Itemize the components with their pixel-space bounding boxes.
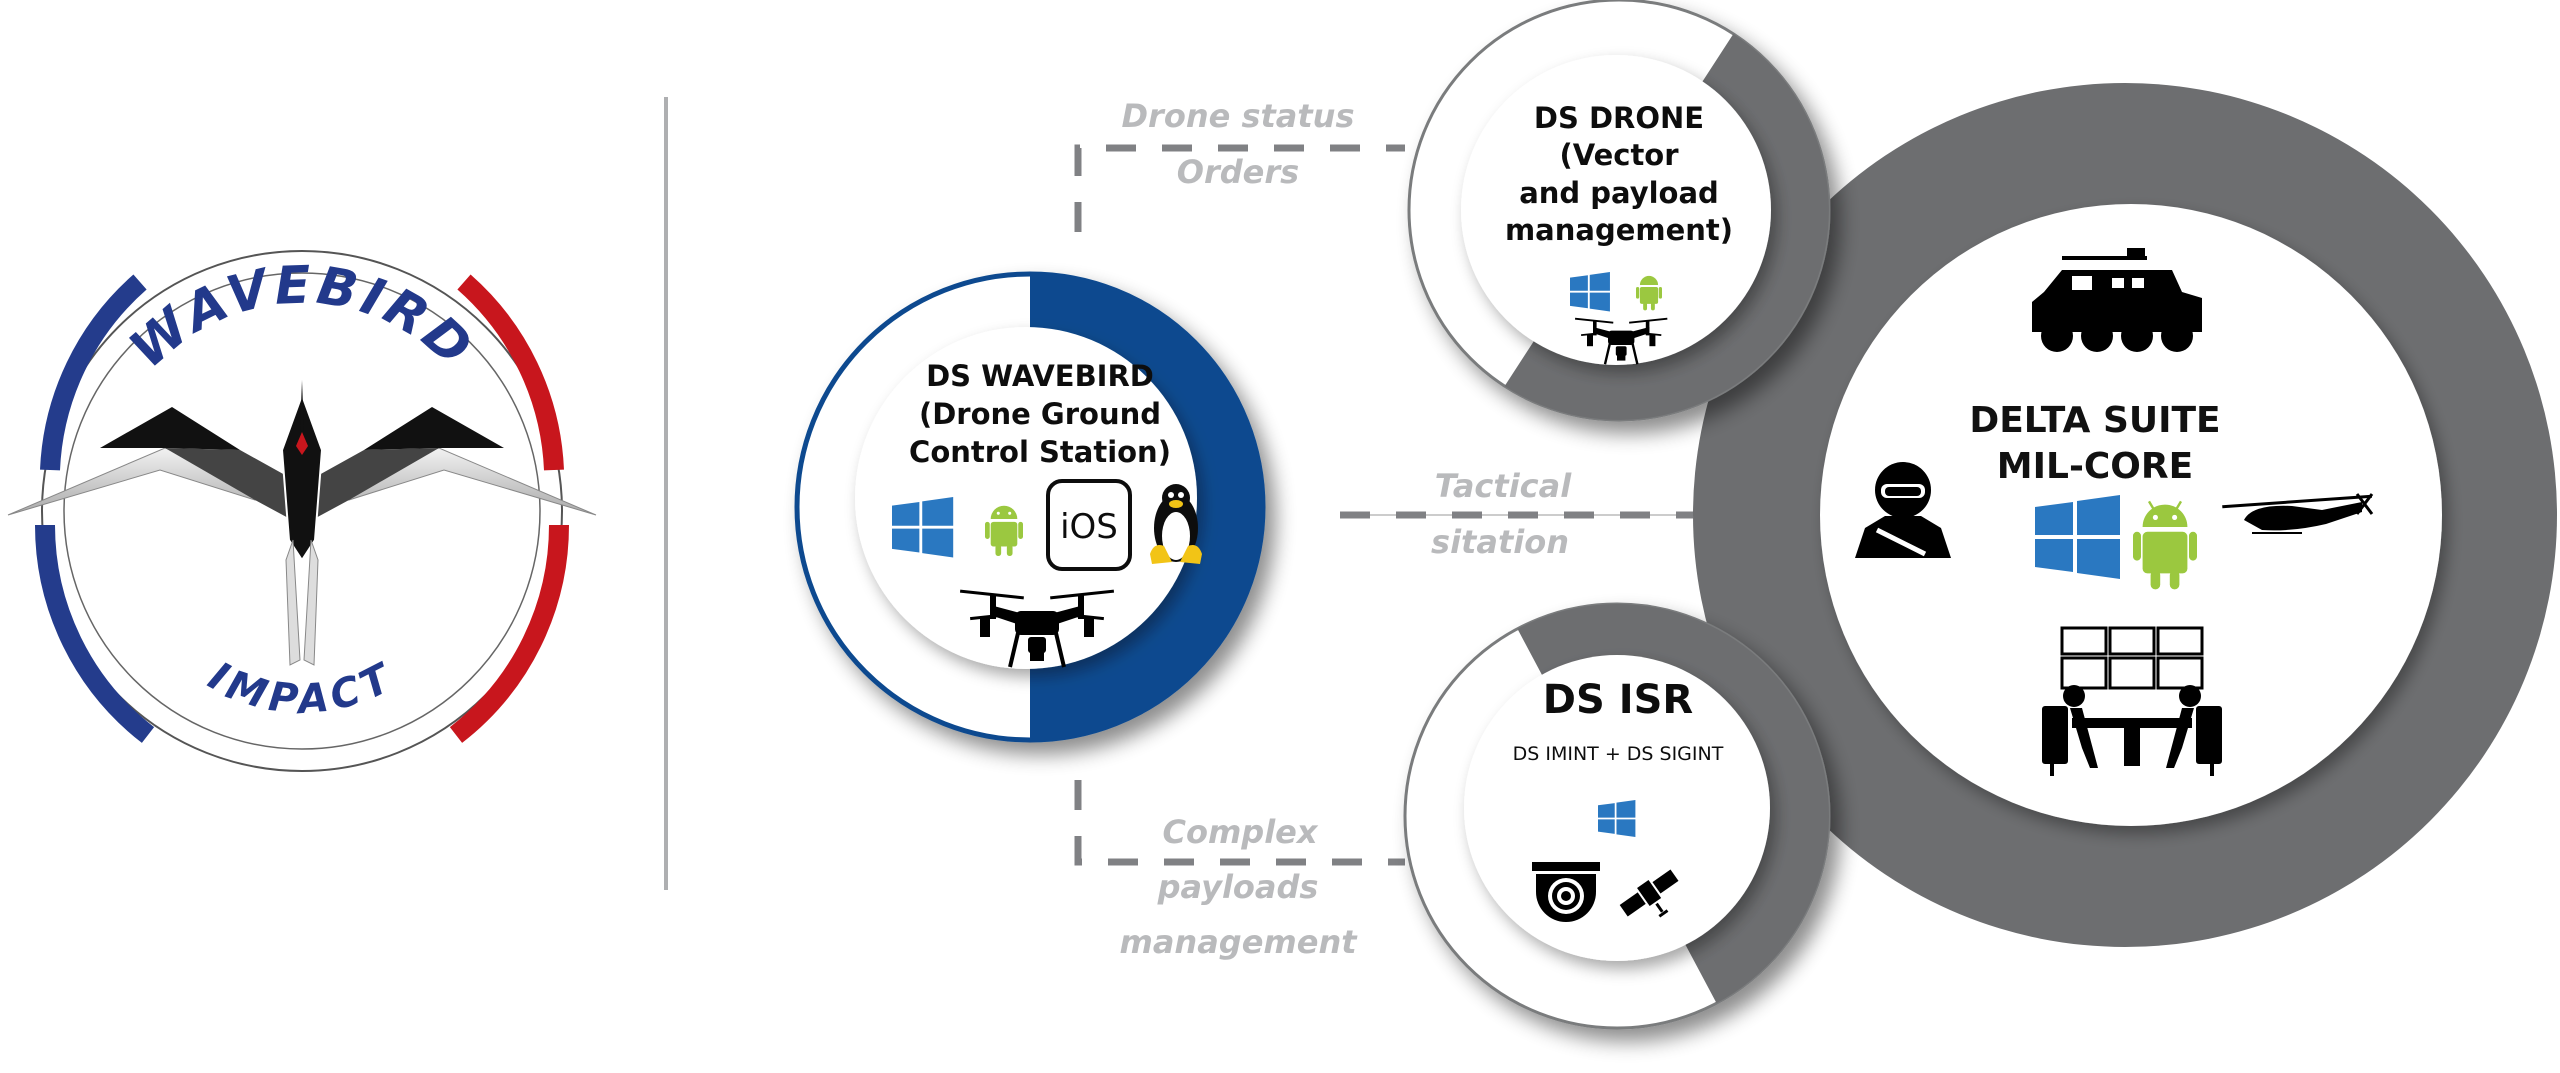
core-inner-disc [1820,204,2442,826]
logo-top-text: WAVEBIRD [119,255,486,380]
connector-isr-line [1074,780,1405,866]
connector-isr-link [1074,780,1405,866]
drone-inner-disc [1461,55,1771,365]
windows-icon [892,497,954,558]
drone-subtitle-line3: management) [1505,213,1733,247]
label-orders: Orders [1177,153,1299,191]
satellite-icon [1619,869,1679,918]
drone-subtitle-line2: and payload [1519,176,1719,210]
wavebird-title: DS WAVEBIRD [926,359,1154,393]
connector-drone-line [1074,144,1405,232]
windows-icon [1570,272,1610,312]
logo-bottom-text: IMPACT [201,653,403,723]
label-tactical: Tactical [1435,467,1572,505]
android-icon [985,505,1023,557]
wavebird-impact-logo: WAVEBIRD IMPACT [7,250,597,772]
ios-label: iOS [1060,507,1118,547]
node-delta-suite-core[interactable]: DELTA SUITE MIL-CORE [1693,83,2557,947]
logo-blue-arc-bottom [34,524,155,743]
wavebird-inner-disc [855,327,1197,669]
logo-red-arc-top [457,274,564,471]
label-drone-status: Drone status [1121,97,1354,135]
helicopter-icon [2222,493,2374,534]
node-ds-wavebird[interactable]: DS WAVEBIRD (Drone Ground Control Statio… [794,271,1266,743]
connector-drone-link [1074,144,1405,232]
label-complex: Complex [1162,813,1318,851]
logo-inner-ring [63,272,541,750]
node-ds-drone[interactable]: DS DRONE (Vector and payload management) [1407,0,1831,422]
dome-camera-icon [1532,862,1600,922]
ios-icon: iOS [1046,479,1132,571]
isr-title: DS ISR [1543,677,1693,723]
core-title-line2: MIL-CORE [1997,446,2193,487]
label-sitation: sitation [1431,523,1569,561]
drone-subtitle-line1: (Vector [1559,138,1679,172]
control-room-icon [2042,626,2222,776]
logo-blue-arc-top [40,274,147,471]
android-icon [1636,275,1662,311]
soldier-icon [1855,462,1951,558]
wavebird-subtitle-line2: Control Station) [909,435,1171,469]
isr-gray-arc [1517,604,1829,1004]
armored-vehicle-icon [2032,248,2202,352]
wavebird-blue-arc [1030,274,1263,740]
linux-icon [1150,484,1202,564]
drone-title: DS DRONE [1534,101,1704,135]
isr-subtitle: DS IMINT + DS SIGINT [1513,743,1724,765]
core-title-line1: DELTA SUITE [1969,400,2220,441]
label-management: management [1119,923,1358,961]
logo-outer-ring [41,250,563,772]
drone-icon [959,589,1115,668]
android-icon [2133,500,2197,590]
node-ds-isr[interactable]: DS ISR DS IMINT + DS SIGINT [1403,602,1831,1030]
windows-icon [2035,495,2120,579]
bird-icon [7,380,597,666]
label-payloads: payloads [1157,868,1319,906]
logo-red-arc-bottom [449,524,570,743]
wavebird-subtitle-line1: (Drone Ground [919,397,1161,431]
windows-icon [1598,800,1636,837]
